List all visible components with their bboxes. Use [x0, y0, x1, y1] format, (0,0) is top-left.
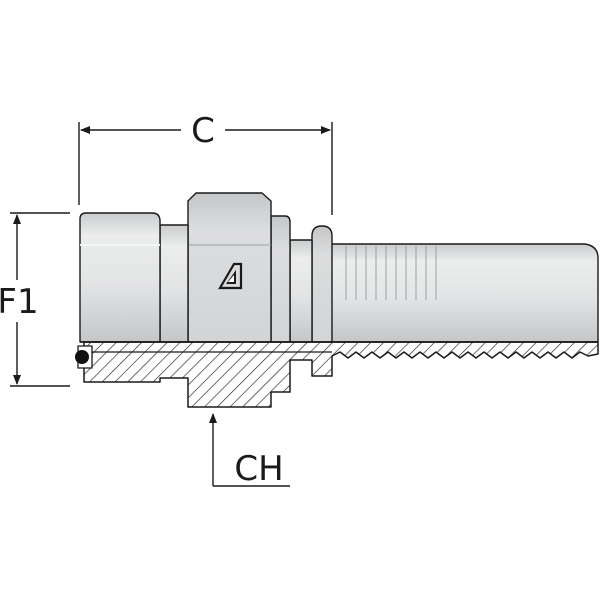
fitting-body	[79, 192, 599, 343]
dimension-c-label: C	[191, 111, 215, 151]
hex-shoulder	[270, 215, 291, 343]
dimension-ch-label: CH	[234, 449, 283, 489]
dimension-ch: CH	[209, 413, 290, 489]
hose-tail	[329, 243, 599, 343]
dimension-f1-label: F1	[0, 282, 39, 322]
section-profile	[83, 341, 599, 408]
nose-section	[79, 212, 161, 343]
oring-icon	[75, 350, 89, 364]
neck	[289, 239, 313, 343]
manufacturer-logo-icon	[218, 262, 243, 290]
dimension-c: C	[78, 111, 333, 215]
dimension-f1: F1	[0, 212, 70, 387]
cross-section	[77, 341, 599, 408]
collar-ring	[311, 225, 333, 343]
hex-nut	[187, 192, 272, 343]
body-transition	[159, 224, 189, 343]
tail-serrations	[345, 246, 437, 300]
